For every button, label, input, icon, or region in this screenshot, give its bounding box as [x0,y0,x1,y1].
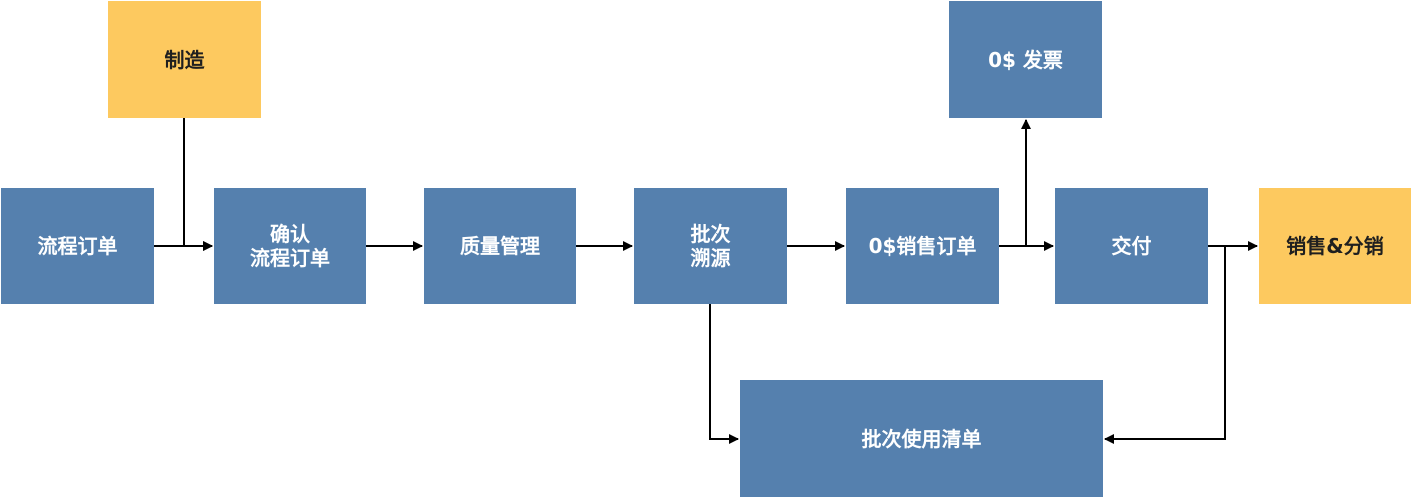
node-batch-usage-list: 批次使用清单 [740,380,1103,497]
node-zero-sales-order: 0$销售订单 [846,188,999,304]
node-sales-distribution: 销售&分销 [1259,188,1411,304]
node-batch-traceability: 批次 溯源 [634,188,787,304]
node-delivery: 交付 [1055,188,1208,304]
connector-manufacture-to-confirm [183,118,213,251]
node-zero-invoice: 0$ 发票 [949,1,1102,118]
node-quality-management: 质量管理 [424,188,576,304]
connector-delivery-to-batch-usage [1104,246,1226,444]
node-process-order: 流程订单 [1,188,154,304]
connector-batch-trace-to-batch-usage [709,304,739,444]
node-confirm-process-order: 确认 流程订单 [214,188,366,304]
node-manufacture: 制造 [108,1,261,118]
